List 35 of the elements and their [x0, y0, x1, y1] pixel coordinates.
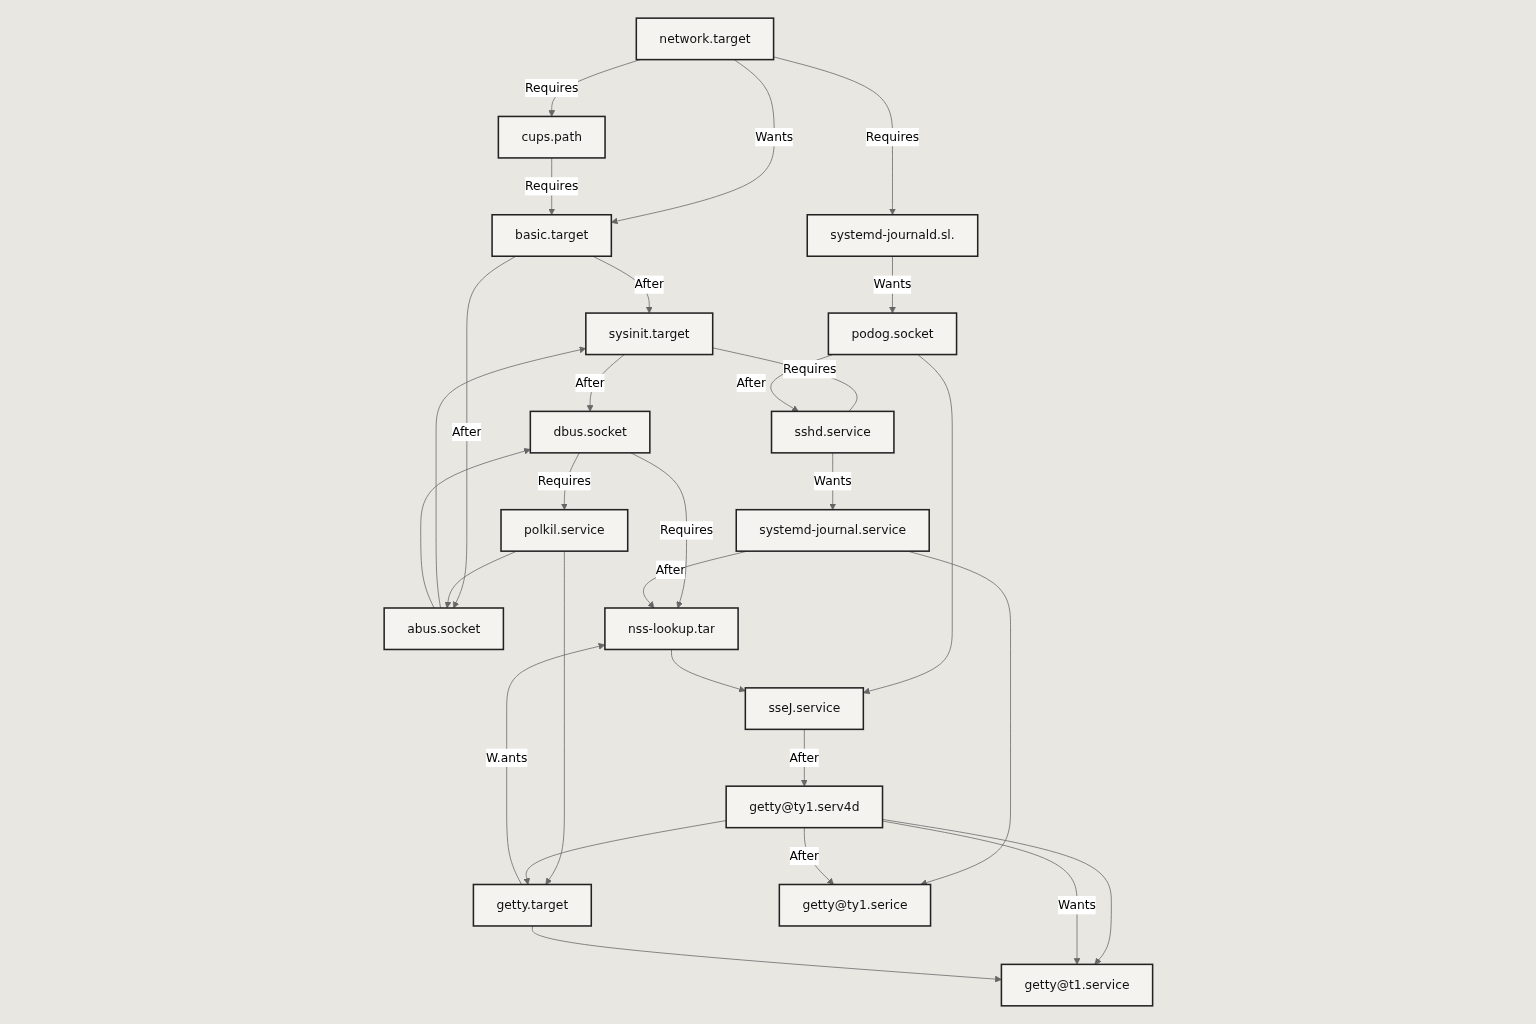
edge-label: Requires [659, 522, 713, 538]
edge-label: After [634, 276, 664, 292]
edge-label: After [655, 562, 685, 577]
edge-label: Wants [1057, 897, 1096, 913]
edge-label: Wants [754, 129, 793, 145]
edge-label: Wants [813, 473, 852, 489]
edge-label: Wants [873, 276, 912, 292]
node-box: network.target [635, 17, 774, 61]
node-box: podog.socket [827, 312, 957, 356]
edge-label: W.ants [485, 750, 527, 765]
node-box: getty@ty1.serice [778, 883, 931, 927]
node-box: getty.target [472, 883, 592, 927]
edge-label: After [451, 424, 482, 440]
node-box: basic.target [490, 214, 612, 257]
node-box: sseJ.service [744, 687, 864, 731]
edge-label: After [574, 375, 605, 390]
edge-label: Requires [865, 129, 919, 145]
edge-label: After [736, 375, 766, 390]
node-box: cups.path [497, 115, 606, 159]
edge-label: After [789, 848, 819, 863]
edge-label: Requires [782, 361, 837, 377]
node-box: getty@t1.service [1000, 963, 1153, 1007]
edge-label: Requires [537, 473, 591, 489]
node-box: systemd-journal.service [735, 508, 930, 552]
node-box: getty@ty1.serv4d [725, 785, 883, 829]
node-box: sysinit.target [584, 312, 714, 356]
node-box: dbus.socket [529, 410, 651, 454]
node-box: abus.socket [383, 607, 504, 651]
node-box: polkil.service [499, 508, 629, 552]
node-box: nss-lookup.tar [603, 607, 739, 651]
node-box: sshd.service [770, 410, 895, 454]
edge-label: Requires [524, 178, 578, 194]
edge-label: After [789, 750, 819, 765]
node-box: systemd-journald.sl. [806, 214, 979, 257]
edge-label: Requires [524, 80, 578, 95]
